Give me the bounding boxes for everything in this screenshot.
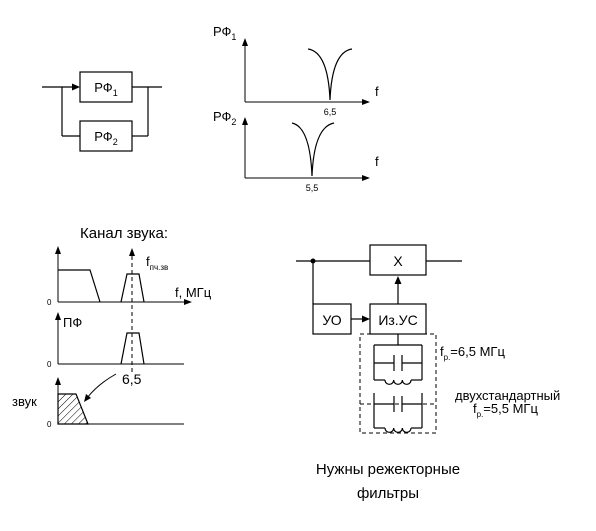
sound-label: звук: [12, 394, 37, 409]
izus-label: Из.УС: [378, 312, 417, 328]
top-plot-x-arrow: [184, 299, 192, 305]
bandpass-response: [120, 332, 145, 365]
circuit-diagram: Х УО Из.УС: [296, 244, 560, 502]
bottom-plot-y-arrow: [55, 377, 61, 385]
filter-rf2-block: [79, 120, 133, 152]
rf2-y-arrow: [242, 117, 248, 125]
mid-plot-y-arrow: [55, 312, 61, 320]
picture-if-response: [58, 269, 101, 303]
uo-label: УО: [322, 312, 341, 328]
fpch-label: fпч.зв: [146, 254, 168, 272]
rf1-notch-label: 6,5: [324, 107, 337, 117]
top-plot-x-label: f, МГц: [175, 285, 212, 300]
izus-to-x-arrow: [394, 276, 402, 284]
mid-plot-zero: 0: [47, 360, 52, 369]
sound-spectrum-area: [57, 393, 89, 425]
rf1-response-graph: РФ1 f 6,5: [213, 24, 379, 117]
tank1-inductor: [384, 379, 412, 385]
mid-plot-y-label: ПФ: [63, 315, 82, 330]
rf2-notch-curve: [291, 122, 335, 177]
rf1-x-arrow: [362, 99, 370, 105]
sound-pointer-arrow: [84, 394, 91, 402]
filter-rf1-block: [79, 71, 133, 103]
uo-to-izus-arrow: [362, 315, 370, 323]
fr1-label: fр.=6,5 МГц: [440, 344, 505, 362]
uo-block: [312, 303, 352, 335]
izus-block: [369, 303, 427, 335]
rf2-y-label: РФ2: [213, 109, 236, 127]
caption-line1: Нужны режекторные: [316, 461, 460, 478]
rf1-y-arrow: [242, 38, 248, 46]
tank2-inductor: [384, 427, 412, 433]
filter-enclosure: [359, 333, 437, 434]
rf2-response-graph: РФ2 f 5,5: [213, 109, 379, 193]
sound-channel: Канал звука: 0 fпч.зв f, МГц 0 ПФ 6,5: [12, 225, 212, 429]
parallel-filter-block-diagram: РФ1 РФ2: [42, 71, 162, 152]
filter-rf2-label: РФ2: [94, 129, 117, 147]
top-plot-zero: 0: [47, 298, 52, 307]
rf1-notch-curve: [307, 48, 353, 101]
rf1-x-label: f: [375, 84, 379, 99]
rf2-x-label: f: [375, 154, 379, 169]
rf2-notch-label: 5,5: [306, 183, 319, 193]
fr2-label: fр.=5,5 МГц: [473, 401, 538, 419]
mid-plot-freq-label: 6,5: [122, 371, 142, 387]
mixer-x-block: [369, 244, 427, 276]
dual-standard-label: двухстандартный: [455, 388, 560, 403]
rf2-x-arrow: [362, 175, 370, 181]
rf1-y-label: РФ1: [213, 24, 236, 42]
input-arrow: [72, 83, 80, 91]
sound-pointer-line: [86, 373, 117, 399]
sound-carrier-arrow: [129, 248, 135, 256]
filter-rf1-label: РФ1: [94, 80, 117, 98]
top-plot-y-arrow: [55, 246, 61, 254]
bottom-plot-zero: 0: [47, 420, 52, 429]
sound-if-response-top: [120, 273, 145, 303]
caption-line2: фильтры: [357, 485, 419, 502]
mixer-x-label: Х: [393, 253, 403, 269]
sound-channel-title: Канал звука:: [80, 225, 168, 242]
